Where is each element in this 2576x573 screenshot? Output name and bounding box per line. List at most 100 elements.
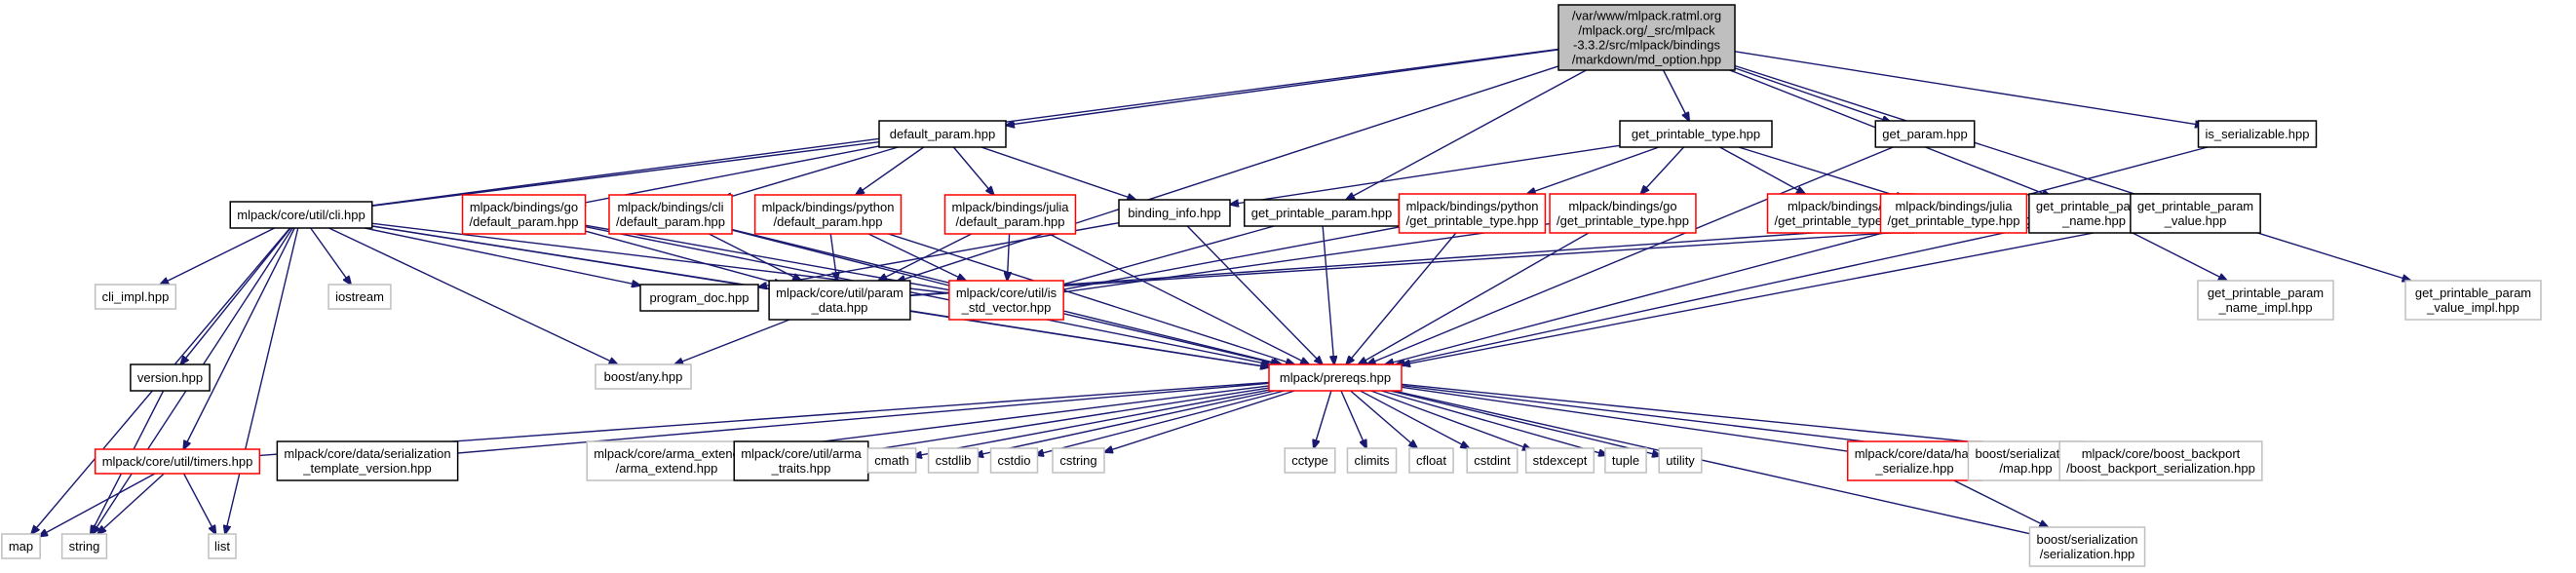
node-timers[interactable]: mlpack/core/util/timers.hpp <box>94 448 261 475</box>
node-box <box>1549 193 1697 234</box>
node-utility: utility <box>1658 447 1703 474</box>
node-go-gpt[interactable]: mlpack/bindings/go/get_printable_type.hp… <box>1549 193 1697 234</box>
edge-python_gpt-to-prereqs <box>1346 232 1457 364</box>
node-cstdio: cstdio <box>989 447 1039 474</box>
edge-root-to-default_param <box>1006 49 1559 126</box>
node-is-std-vector[interactable]: mlpack/core/util/is_std_vector.hpp <box>948 280 1064 321</box>
node-program-doc[interactable]: program_doc.hpp <box>639 284 759 312</box>
node-get-printable-type[interactable]: get_printable_type.hpp <box>1619 120 1773 148</box>
edge-get_printable_type-to-go_gpt <box>1640 146 1685 194</box>
node-box <box>948 280 1064 321</box>
edge-cli-to-version <box>180 227 291 364</box>
node-label: boost/any.hpp <box>604 369 683 384</box>
edge-prereqs-to-cfloat <box>1350 390 1417 448</box>
edge-prereqs-to-cstdio <box>1035 390 1285 455</box>
node-label: boost/serialization <box>2036 532 2137 547</box>
edge-prereqs-to-cstdint <box>1360 390 1470 448</box>
node-cli-default-param[interactable]: mlpack/bindings/cli/default_param.hpp <box>608 194 733 235</box>
edge-gpp_value-to-gpp_value_impl <box>2238 226 2410 281</box>
node-box <box>130 363 211 392</box>
node-label: mlpack/bindings/go <box>470 200 578 214</box>
node-binding-info[interactable]: binding_info.hpp <box>1118 199 1231 227</box>
node-julia-gpt[interactable]: mlpack/bindings/julia/get_printable_type… <box>1879 193 2028 234</box>
edge-prereqs-to-stdexcept <box>1370 390 1531 450</box>
node-box <box>461 194 587 235</box>
node-box <box>768 280 911 321</box>
node-is-serializable[interactable]: is_serializable.hpp <box>2197 120 2318 148</box>
node-label: /boost_backport_serialization.hpp <box>2066 461 2255 476</box>
node-box <box>1874 120 1976 148</box>
node-cli[interactable]: mlpack/core/util/cli.hpp <box>229 201 373 229</box>
node-box <box>1604 447 1647 474</box>
edge-cli-to-program_doc <box>362 226 640 286</box>
edge-is_std_vector-to-prereqs <box>1052 310 1280 364</box>
node-box <box>639 284 759 312</box>
node-label: /get_printable_type.hpp <box>1406 213 1539 228</box>
node-label: mlpack/core/util/arma <box>741 446 862 461</box>
node-map: map <box>1 533 41 559</box>
node-box <box>943 194 1077 235</box>
node-label: /arma_extend.hpp <box>616 461 718 476</box>
node-default-param[interactable]: default_param.hpp <box>878 120 1007 148</box>
node-label: get_printable_type.hpp <box>1632 127 1760 141</box>
node-label: /mlpack.org/_src/mlpack <box>1578 23 1715 38</box>
node-has-serialize[interactable]: mlpack/core/data/has_serialize.hpp <box>1846 440 1983 481</box>
node-label: string <box>69 539 100 554</box>
node-param-data[interactable]: mlpack/core/util/param_data.hpp <box>768 280 911 321</box>
node-get-param[interactable]: get_param.hpp <box>1874 120 1976 148</box>
node-label: mlpack/core/data/has <box>1855 446 1976 461</box>
node-cctype: cctype <box>1284 447 1336 474</box>
node-box <box>1052 447 1105 474</box>
node-cfloat: cfloat <box>1408 447 1454 474</box>
node-box <box>276 440 459 481</box>
node-label: cstring <box>1059 453 1096 468</box>
node-box <box>1524 447 1596 474</box>
node-label: /var/www/mlpack.ratml.org <box>1572 9 1721 23</box>
node-climits: climits <box>1346 447 1398 474</box>
edge-get_printable_param-to-is_std_vector <box>1053 225 1275 287</box>
node-python-gpt[interactable]: mlpack/bindings/python/get_printable_typ… <box>1398 193 1547 234</box>
node-cstdlib: cstdlib <box>927 447 980 474</box>
node-julia-default-param[interactable]: mlpack/bindings/julia/default_param.hpp <box>943 194 1077 235</box>
edge-go_gpt-to-prereqs <box>1359 232 1590 364</box>
edge-get_printable_type-to-julia_gpt <box>1738 146 1904 198</box>
edge-prereqs-to-cctype <box>1314 390 1332 448</box>
node-root[interactable]: /var/www/mlpack.ratml.org/mlpack.org/_sr… <box>1557 4 1736 71</box>
node-label: _std_vector.hpp <box>961 300 1052 315</box>
edge-get_param-to-prereqs <box>1367 146 1894 364</box>
node-gpp-value[interactable]: get_printable_param_value.hpp <box>2130 193 2261 234</box>
edge-prereqs-to-cstring <box>1104 390 1295 452</box>
node-cstdint: cstdint <box>1466 447 1519 474</box>
node-string: string <box>60 533 108 559</box>
node-cmath: cmath <box>866 447 917 474</box>
edge-root-to-is_serializable <box>1734 51 2204 126</box>
node-label: _name_impl.hpp <box>2217 300 2312 315</box>
node-cli-impl: cli_impl.hpp <box>94 284 177 310</box>
node-box <box>927 447 980 474</box>
node-arma-traits[interactable]: mlpack/core/util/arma_traits.hpp <box>733 440 869 481</box>
node-prereqs[interactable]: mlpack/prereqs.hpp <box>1268 363 1403 392</box>
node-version[interactable]: version.hpp <box>130 363 211 392</box>
edge-default_param-to-julia_default_param <box>952 146 993 195</box>
node-label: iostream <box>335 289 384 304</box>
edge-julia_default_param-to-prereqs <box>1049 233 1309 364</box>
edge-prereqs-to-has_serialize <box>1401 386 1865 453</box>
node-go-default-param[interactable]: mlpack/bindings/go/default_param.hpp <box>461 194 587 235</box>
edge-python_default_param-to-param_data <box>829 233 837 281</box>
node-python-default-param[interactable]: mlpack/bindings/python/default_param.hpp <box>753 194 903 235</box>
node-box <box>2130 193 2261 234</box>
node-label: /get_printable_type.hpp <box>1557 213 1689 228</box>
node-box <box>2058 440 2263 481</box>
node-label: /default_param.hpp <box>955 214 1064 229</box>
node-arma-extend: mlpack/core/arma_extend/arma_extend.hpp <box>586 440 748 481</box>
node-label: _name.hpp <box>2061 213 2126 228</box>
node-label: _template_version.hpp <box>302 461 432 476</box>
node-label: cstdlib <box>936 453 972 468</box>
node-label: is_serializable.hpp <box>2206 127 2310 141</box>
node-get-printable-param[interactable]: get_printable_param.hpp <box>1243 199 1401 227</box>
node-label: cstdio <box>998 453 1031 468</box>
node-box <box>586 440 748 481</box>
node-box <box>94 284 177 310</box>
node-ser-tmpl-version[interactable]: mlpack/core/data/serialization_template_… <box>276 440 459 481</box>
